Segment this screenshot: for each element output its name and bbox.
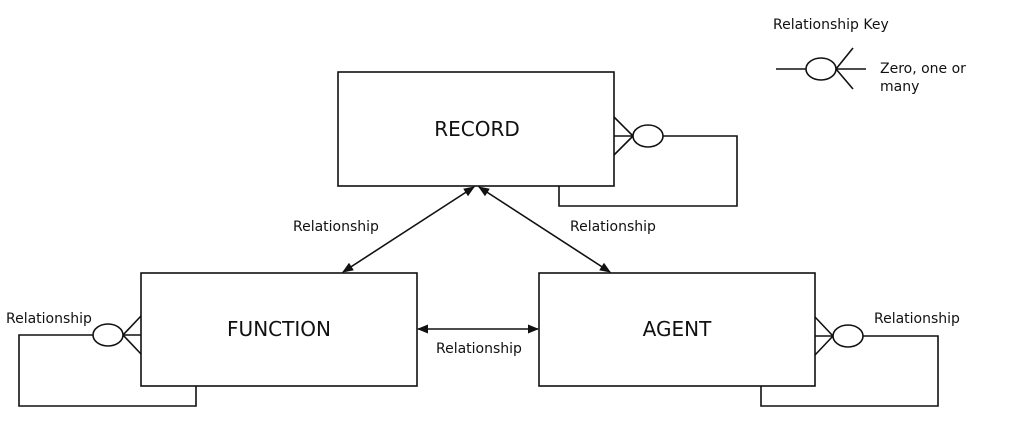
record-label: RECORD [434, 117, 520, 141]
relationship-key: Relationship Key Zero, one or many [773, 17, 966, 95]
key-title: Relationship Key [773, 17, 889, 33]
function-self-relationship-label: Relationship [6, 311, 92, 327]
function-label: FUNCTION [227, 317, 331, 341]
key-zero-circle-icon [805, 57, 837, 81]
function-agent-relationship-label: Relationship [436, 341, 522, 357]
function-self-relationship: Relationship [6, 311, 197, 407]
function-entity: FUNCTION [140, 272, 418, 387]
agent-label: AGENT [643, 317, 712, 341]
record-self-relationship [558, 116, 738, 207]
record-agent-connector: Relationship [478, 186, 656, 273]
key-description-line1: Zero, one or [880, 61, 966, 77]
key-crowfoot-icon [835, 47, 854, 70]
zero-optionality-circle [832, 324, 864, 348]
record-agent-relationship-label: Relationship [570, 219, 656, 235]
agent-self-relationship-label: Relationship [874, 311, 960, 327]
function-agent-connector: Relationship [416, 324, 540, 357]
agent-self-relationship: Relationship [760, 311, 960, 407]
key-description-line2: many [880, 79, 919, 95]
zero-optionality-circle [632, 124, 664, 148]
zero-optionality-circle [92, 323, 124, 347]
agent-entity: AGENT [538, 272, 816, 387]
record-function-relationship-label: Relationship [293, 219, 379, 235]
record-entity: RECORD [337, 71, 615, 187]
record-function-connector: Relationship [293, 186, 475, 273]
